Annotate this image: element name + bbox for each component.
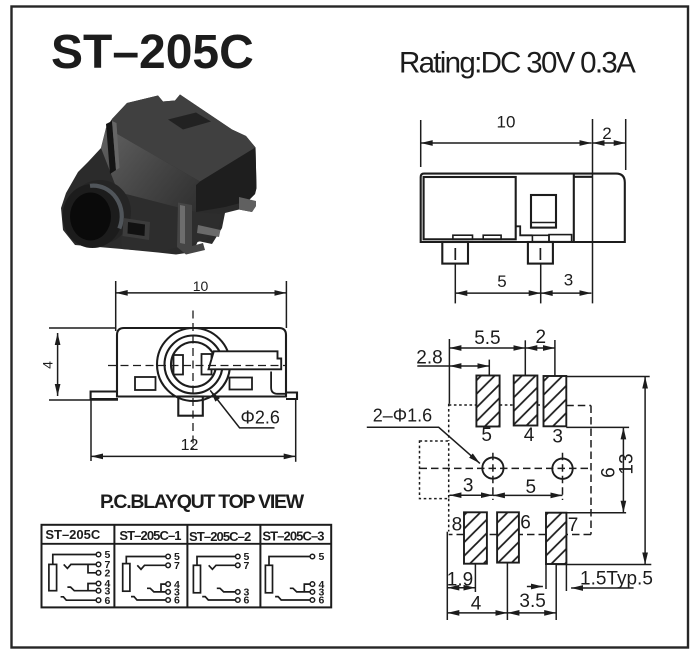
svg-text:6: 6 bbox=[598, 467, 619, 478]
svg-text:6: 6 bbox=[174, 595, 180, 607]
svg-text:8: 8 bbox=[452, 515, 463, 536]
svg-text:2–Φ1.6: 2–Φ1.6 bbox=[373, 406, 432, 426]
svg-text:4: 4 bbox=[105, 578, 111, 590]
svg-text:5: 5 bbox=[526, 477, 537, 498]
svg-text:3: 3 bbox=[564, 270, 573, 289]
svg-text:Φ2.6: Φ2.6 bbox=[241, 408, 280, 428]
svg-text:3: 3 bbox=[463, 476, 474, 497]
svg-text:1.9: 1.9 bbox=[447, 569, 473, 590]
svg-text:5: 5 bbox=[481, 425, 492, 446]
svg-text:6: 6 bbox=[105, 595, 111, 607]
svg-text:7: 7 bbox=[105, 559, 111, 571]
svg-text:4: 4 bbox=[524, 425, 535, 446]
svg-text:5: 5 bbox=[319, 551, 325, 563]
svg-text:2: 2 bbox=[536, 327, 547, 348]
svg-text:12: 12 bbox=[181, 437, 199, 454]
svg-text:3: 3 bbox=[244, 587, 250, 599]
svg-text:5: 5 bbox=[174, 551, 180, 563]
svg-text:2.8: 2.8 bbox=[416, 347, 442, 368]
svg-text:10: 10 bbox=[193, 278, 209, 294]
svg-text:ST–205C: ST–205C bbox=[45, 527, 101, 542]
svg-text:6: 6 bbox=[520, 513, 531, 534]
svg-text:ST–205C: ST–205C bbox=[51, 26, 254, 79]
svg-text:6: 6 bbox=[319, 595, 325, 607]
svg-text:ST–205C–3: ST–205C–3 bbox=[262, 529, 324, 544]
svg-text:ST–205C–2: ST–205C–2 bbox=[189, 529, 251, 544]
svg-text:7: 7 bbox=[244, 560, 250, 572]
svg-text:5.5: 5.5 bbox=[474, 328, 500, 349]
svg-text:5: 5 bbox=[105, 549, 111, 561]
svg-text:5: 5 bbox=[244, 551, 250, 563]
svg-text:10: 10 bbox=[497, 113, 516, 132]
svg-text:4: 4 bbox=[471, 593, 482, 614]
svg-text:1.5Typ.5: 1.5Typ.5 bbox=[580, 569, 653, 590]
svg-text:4: 4 bbox=[40, 361, 56, 369]
svg-text:3: 3 bbox=[552, 427, 563, 448]
svg-text:4: 4 bbox=[174, 579, 180, 591]
svg-text:ST–205C–1: ST–205C–1 bbox=[119, 528, 181, 543]
svg-text:6: 6 bbox=[244, 595, 250, 607]
svg-text:3: 3 bbox=[105, 585, 111, 597]
svg-text:2: 2 bbox=[105, 568, 111, 580]
svg-text:7: 7 bbox=[568, 515, 579, 536]
svg-text:13: 13 bbox=[616, 453, 637, 474]
svg-text:4: 4 bbox=[319, 579, 325, 591]
svg-text:Rating:DC 30V 0.3A: Rating:DC 30V 0.3A bbox=[399, 47, 636, 80]
svg-text:5: 5 bbox=[497, 272, 506, 291]
svg-text:P.C.BLAYQUT TOP VIEW: P.C.BLAYQUT TOP VIEW bbox=[100, 491, 305, 513]
svg-text:3: 3 bbox=[174, 587, 180, 599]
svg-text:3.5: 3.5 bbox=[519, 591, 545, 612]
svg-text:3: 3 bbox=[319, 587, 325, 599]
svg-text:7: 7 bbox=[174, 560, 180, 572]
svg-text:2: 2 bbox=[602, 124, 611, 143]
